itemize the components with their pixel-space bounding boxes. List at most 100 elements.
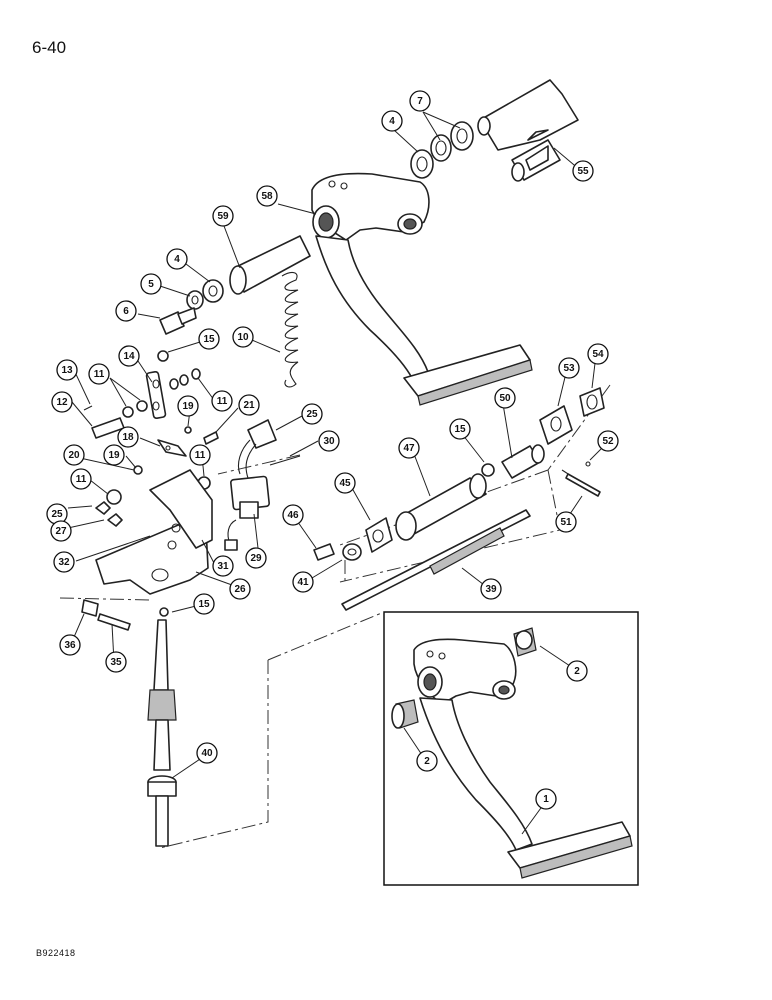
part-callout: 2	[416, 750, 438, 772]
part-callout: 29	[245, 547, 267, 569]
callout-circle	[212, 555, 234, 577]
part-callout: 30	[318, 430, 340, 452]
callout-circle	[196, 742, 218, 764]
callout-label: 11	[217, 396, 228, 407]
callout-label: 54	[592, 349, 604, 360]
pivot-bushing	[229, 235, 311, 295]
top-washers	[410, 121, 474, 179]
callout-circle	[50, 520, 72, 542]
part-callout: 11	[189, 444, 211, 466]
callout-circle	[572, 160, 594, 182]
pushrod	[341, 509, 531, 611]
callout-circle	[381, 110, 403, 132]
callout-circle	[115, 300, 137, 322]
callout-circle	[211, 390, 233, 412]
part-callout: 55	[572, 160, 594, 182]
callout-circle	[282, 504, 304, 526]
part-callout: 4	[381, 110, 403, 132]
callout-circle	[229, 578, 251, 600]
inset-frame	[383, 611, 639, 886]
callout-circle	[416, 750, 438, 772]
part-callout: 11	[211, 390, 233, 412]
callout-label: 53	[563, 363, 575, 374]
callout-circle	[212, 205, 234, 227]
callout-circle	[56, 359, 78, 381]
callout-label: 21	[243, 400, 255, 411]
callout-label: 47	[403, 443, 415, 454]
callout-label: 36	[64, 640, 76, 651]
callout-label: 26	[234, 584, 246, 595]
callout-circle	[118, 345, 140, 367]
inset-pedal	[391, 627, 633, 879]
part-callout: 58	[256, 185, 278, 207]
callout-label: 50	[499, 393, 511, 404]
part-callout: 19	[103, 444, 125, 466]
callout-circle	[398, 437, 420, 459]
callout-label: 4	[174, 254, 180, 265]
callout-circle	[117, 426, 139, 448]
part-callout: 15	[193, 593, 215, 615]
part-callout: 13	[56, 359, 78, 381]
part-callout: 7	[409, 90, 431, 112]
callout-label: 11	[76, 474, 87, 485]
callout-label: 32	[58, 557, 70, 568]
callout-label: 15	[203, 334, 215, 345]
callout-circle	[587, 343, 609, 365]
callout-label: 20	[68, 450, 80, 461]
callout-circle	[140, 273, 162, 295]
callout-label: 27	[55, 526, 67, 537]
callout-label: 11	[195, 450, 206, 461]
callout-label: 40	[201, 748, 213, 759]
callout-label: 55	[577, 166, 589, 177]
callout-label: 46	[287, 510, 299, 521]
callout-label: 5	[148, 279, 154, 290]
callout-label: 51	[560, 517, 572, 528]
part-callout: 46	[282, 504, 304, 526]
part-callout: 14	[118, 345, 140, 367]
part-callout: 51	[555, 511, 577, 533]
mounting-bolt	[81, 599, 169, 631]
part-callout: 50	[494, 387, 516, 409]
callout-circle	[103, 444, 125, 466]
part-callout: 31	[212, 555, 234, 577]
part-callout: 21	[238, 394, 260, 416]
callout-label: 31	[217, 561, 229, 572]
callout-label: 12	[56, 397, 68, 408]
callout-label: 15	[198, 599, 210, 610]
part-callout: 32	[53, 551, 75, 573]
callout-circle	[245, 547, 267, 569]
callout-circle	[409, 90, 431, 112]
part-callout: 12	[51, 391, 73, 413]
callout-circle	[535, 788, 557, 810]
part-callout: 4	[166, 248, 188, 270]
part-callout: 27	[50, 520, 72, 542]
callout-circle	[189, 444, 211, 466]
part-callout: 6	[115, 300, 137, 322]
callout-circle	[232, 326, 254, 348]
part-callout: 5	[140, 273, 162, 295]
callout-label: 25	[51, 509, 63, 520]
callout-circle	[166, 248, 188, 270]
callout-label: 14	[123, 351, 135, 362]
part-callout: 10	[232, 326, 254, 348]
callout-circle	[334, 472, 356, 494]
callout-label: 35	[110, 657, 122, 668]
mounting-plate	[95, 469, 213, 595]
part-callout: 15	[198, 328, 220, 350]
callout-circle	[301, 403, 323, 425]
part-callout: 18	[117, 426, 139, 448]
left-fasteners	[159, 279, 224, 335]
callout-label: 30	[323, 436, 335, 447]
callout-label: 7	[417, 96, 423, 107]
callout-label: 41	[297, 577, 309, 588]
callout-label: 58	[261, 191, 273, 202]
callout-circle	[555, 511, 577, 533]
callout-circle	[292, 571, 314, 593]
callout-circle	[63, 444, 85, 466]
callout-label: 19	[108, 450, 120, 461]
callout-label: 45	[339, 478, 351, 489]
callout-circle	[105, 651, 127, 673]
callout-label: 15	[454, 424, 466, 435]
callout-label: 29	[250, 553, 262, 564]
